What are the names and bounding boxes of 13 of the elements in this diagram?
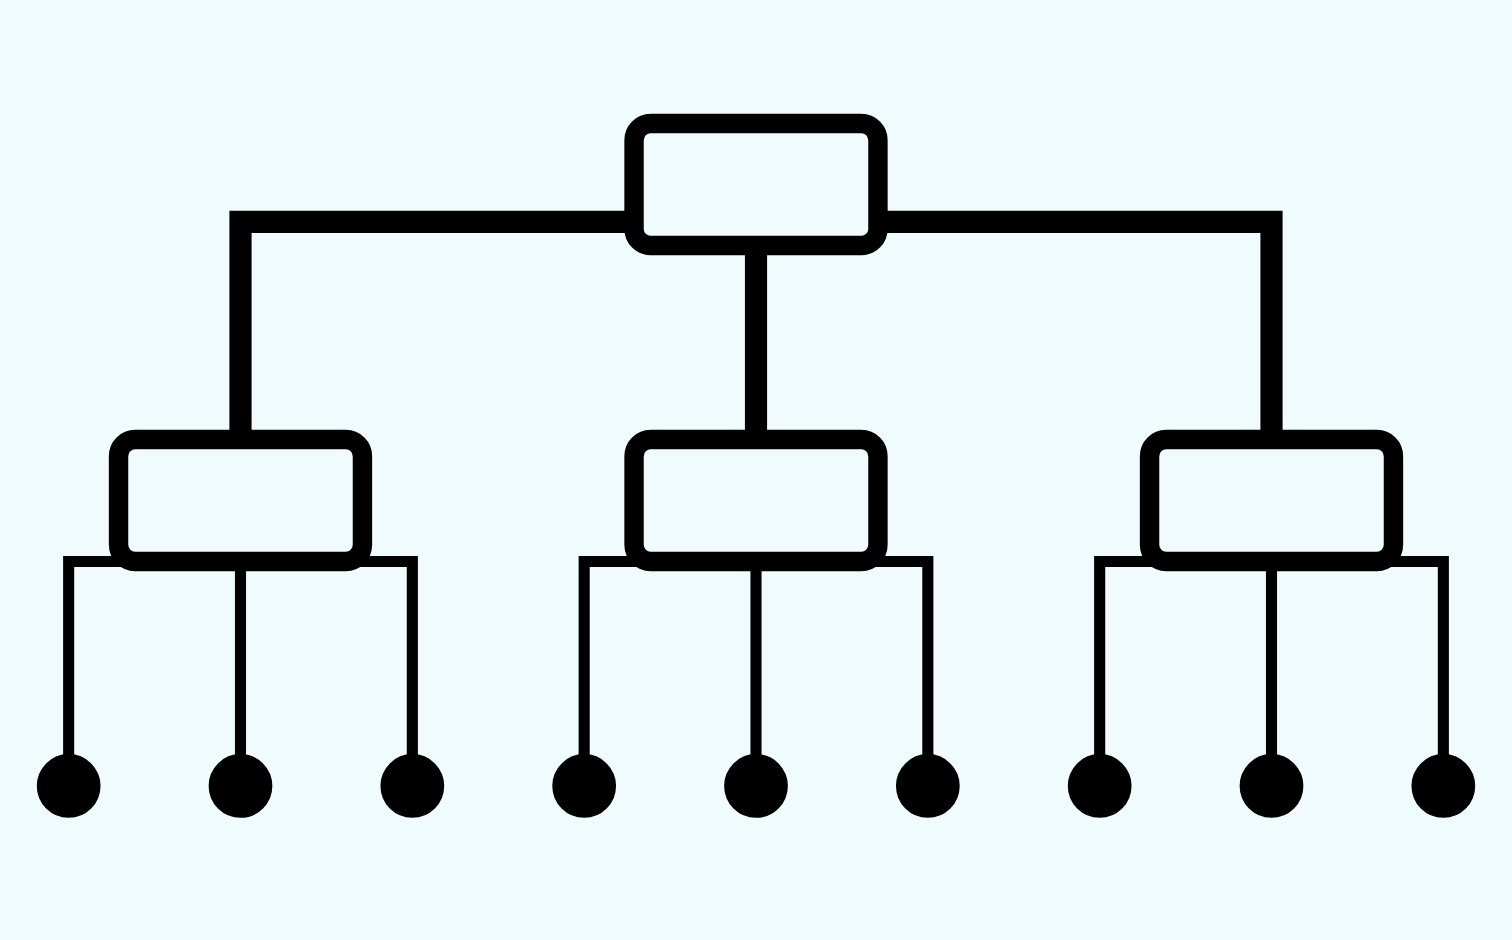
node-circle [895,754,960,818]
node-circle [36,754,101,818]
node-box [624,113,888,256]
node-circle [1067,754,1132,818]
node-circle [724,754,788,818]
node-circle [552,754,617,818]
node-circle [1239,754,1304,818]
node-box [108,429,373,572]
node-circle [380,754,445,818]
node-box [1139,429,1404,572]
node-circle [1411,754,1476,818]
node-circle [208,754,273,818]
node-box [624,429,888,572]
